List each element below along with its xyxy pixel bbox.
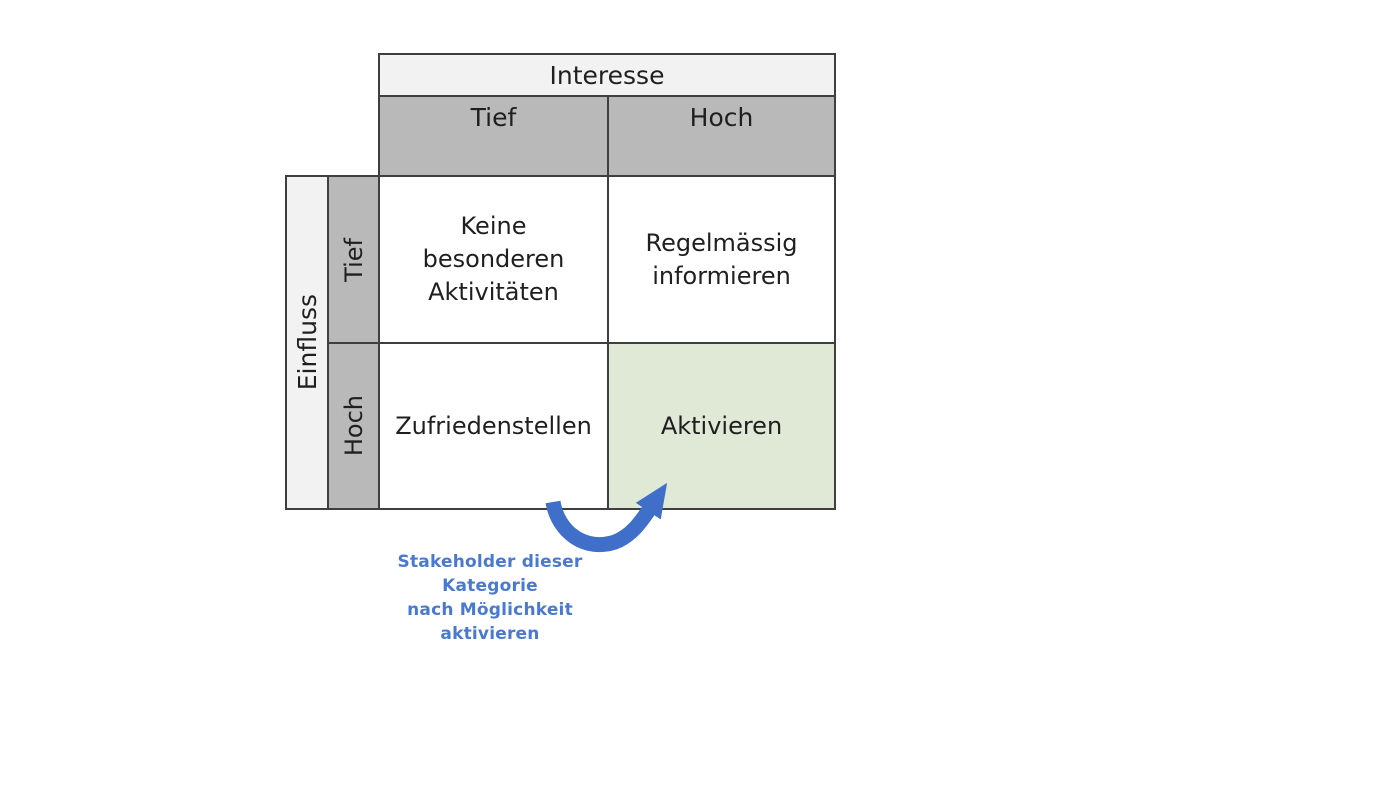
cell-zufriedenstellen: Zufriedenstellen	[378, 342, 609, 510]
column-header-hoch-label: Hoch	[689, 103, 754, 132]
curved-arrow-icon	[533, 466, 688, 576]
row-header-tief: Tief	[327, 175, 380, 344]
cell-text-line: besonderen	[422, 245, 565, 273]
row-header-tief-label: Tief	[339, 237, 368, 282]
row-header-hoch: Hoch	[327, 342, 380, 510]
cell-keine-besonderen-aktivitaeten: Keine besonderen Aktivitäten	[378, 175, 609, 344]
annotation-line-2: nach Möglichkeit aktivieren	[407, 600, 573, 644]
cell-text: Aktivieren	[661, 410, 782, 443]
row-header-hoch-label: Hoch	[339, 395, 368, 457]
cell-aktivieren-highlighted: Aktivieren	[607, 342, 836, 510]
cell-text-line: Regelmässig	[645, 228, 798, 257]
column-header-hoch: Hoch	[607, 95, 836, 177]
cell-text-line: informieren	[652, 261, 791, 290]
cell-text-line: Aktivieren	[660, 411, 783, 440]
column-axis-title-label: Interesse	[549, 60, 665, 90]
column-header-tief-label: Tief	[470, 103, 517, 132]
row-axis-title: Einfluss	[285, 175, 329, 510]
cell-text: Keine besonderen Aktivitäten	[423, 210, 565, 309]
annotation-line-1: Stakeholder dieser Kategorie	[397, 552, 583, 596]
cell-text-line: Zufriedenstellen	[395, 411, 592, 440]
column-header-tief: Tief	[378, 95, 609, 177]
cell-regelmaessig-informieren: Regelmässig informieren	[607, 175, 836, 344]
column-axis-title: Interesse	[378, 53, 836, 97]
annotation-text: Stakeholder dieser Kategorie nach Möglic…	[355, 550, 625, 646]
cell-text: Regelmässig informieren	[645, 227, 797, 293]
cell-text-line: Aktivitäten	[428, 278, 559, 306]
row-axis-title-label: Einfluss	[292, 294, 322, 391]
cell-text: Zufriedenstellen	[395, 410, 592, 443]
cell-text-line: Keine	[460, 212, 527, 240]
